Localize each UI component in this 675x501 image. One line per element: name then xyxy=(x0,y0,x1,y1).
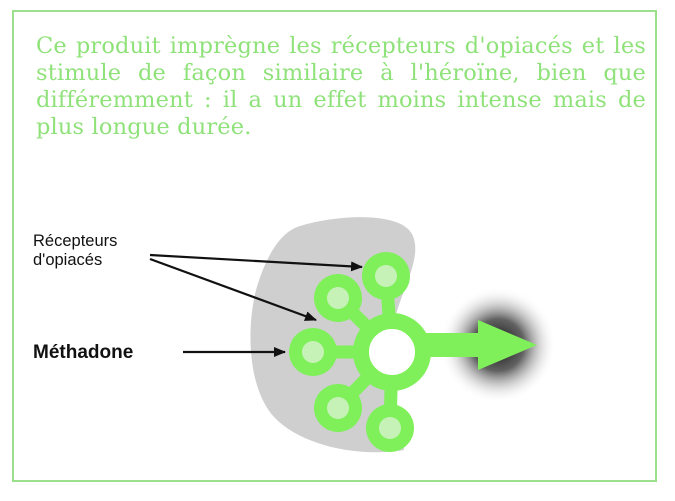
molecule-node-upper-left xyxy=(314,274,362,322)
molecule-node-bottom xyxy=(366,404,414,452)
receptor-pointer-arrow-top xyxy=(149,253,363,272)
receptors-label: Récepteurs d'opiacés xyxy=(33,232,153,270)
receptors-label-line2: d'opiacés xyxy=(33,251,103,269)
molecule-node-left xyxy=(289,328,337,376)
receptor-pointer-arrow-side xyxy=(149,257,317,322)
effect-arrow xyxy=(420,320,537,370)
molecule-core xyxy=(353,313,431,391)
receptors-label-line1: Récepteurs xyxy=(33,232,118,250)
methadone-label: Méthadone xyxy=(33,342,134,363)
molecule-node-lower-left xyxy=(314,384,362,432)
molecule-node-top xyxy=(362,252,410,300)
intro-text: Ce produit imprègne les récepteurs d'opi… xyxy=(36,33,646,140)
